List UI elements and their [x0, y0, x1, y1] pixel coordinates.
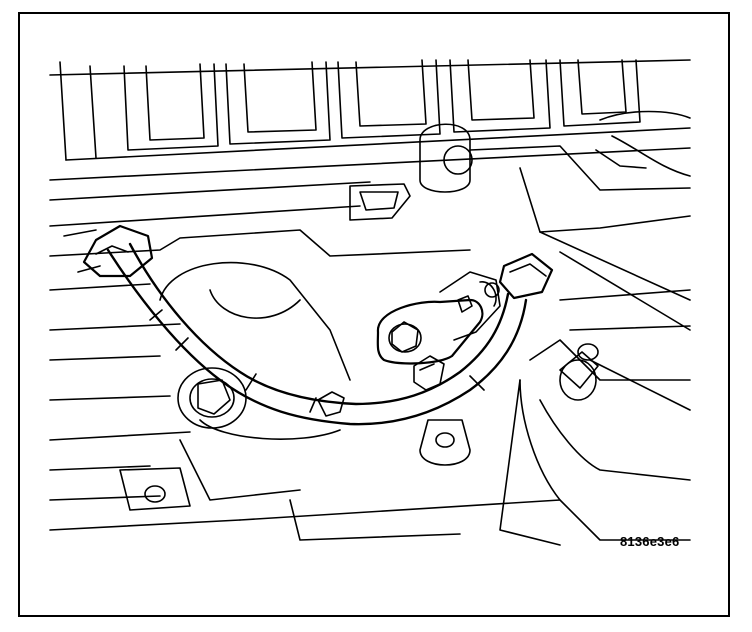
retaining-clip	[317, 355, 445, 417]
lower-right-housing	[499, 339, 691, 546]
ground-bolt	[177, 367, 247, 429]
upper-bolt-boss	[349, 123, 473, 221]
harness-connector	[498, 252, 554, 300]
wiring-harness	[106, 242, 528, 426]
right-bracket	[469, 110, 691, 411]
upper-casting	[49, 59, 691, 227]
figure-code: 8136e3e6	[620, 534, 680, 549]
harness-clip	[63, 224, 154, 278]
lower-casting	[49, 229, 561, 541]
sensor-bracket	[376, 271, 501, 365]
